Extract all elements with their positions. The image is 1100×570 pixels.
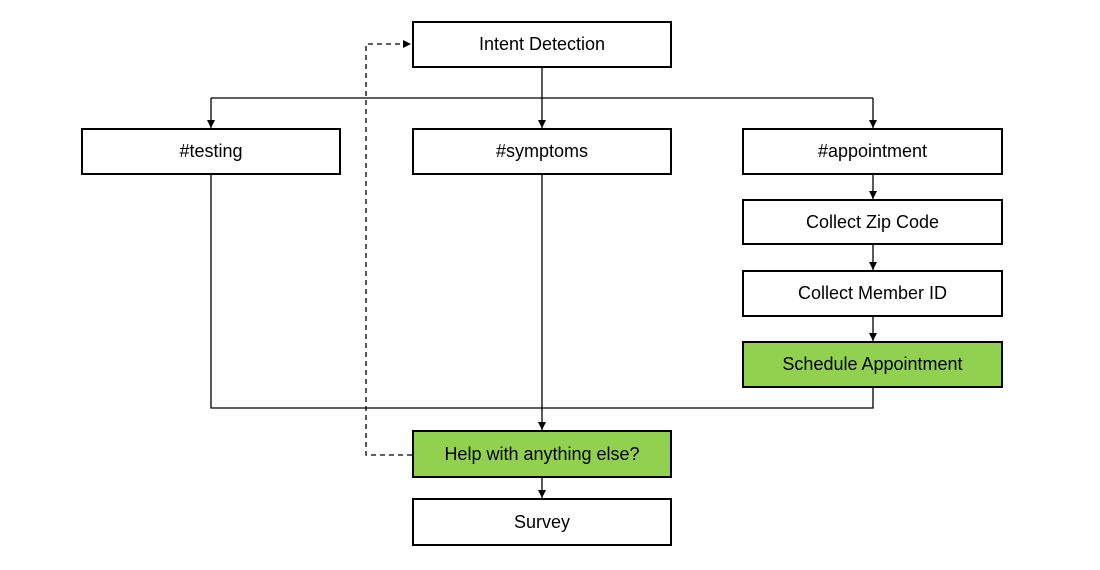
node-appointment-label: #appointment [817, 141, 928, 161]
edge-testing-to-merge [210, 175, 542, 409]
node-collect-member-id: Collect Member ID [742, 270, 1003, 317]
node-survey: Survey [412, 498, 672, 546]
node-collect-zip-code-label: Collect Zip Code [805, 211, 940, 232]
node-appointment: #appointment [742, 128, 1003, 175]
node-collect-member-id-label: Collect Member ID [797, 283, 948, 303]
edge-schedule-to-merge [542, 388, 874, 409]
node-schedule-appointment-label: Schedule Appointment [782, 354, 963, 374]
node-symptoms-label: #symptoms [495, 141, 589, 161]
node-survey-label: Survey [513, 511, 571, 532]
node-symptoms: #symptoms [412, 128, 672, 175]
node-intent-detection: Intent Detection [412, 21, 672, 68]
node-testing-label: #testing [179, 141, 243, 161]
edge-help-loop-to-intent [365, 40, 412, 456]
node-testing: #testing [81, 128, 341, 175]
node-intent-detection-label: Intent Detection [478, 34, 606, 54]
node-schedule-appointment: Schedule Appointment [742, 341, 1003, 388]
node-collect-zip-code: Collect Zip Code [742, 199, 1003, 245]
node-help-with-anything-else-label: Help with anything else? [444, 443, 640, 464]
node-help-with-anything-else: Help with anything else? [412, 430, 672, 478]
